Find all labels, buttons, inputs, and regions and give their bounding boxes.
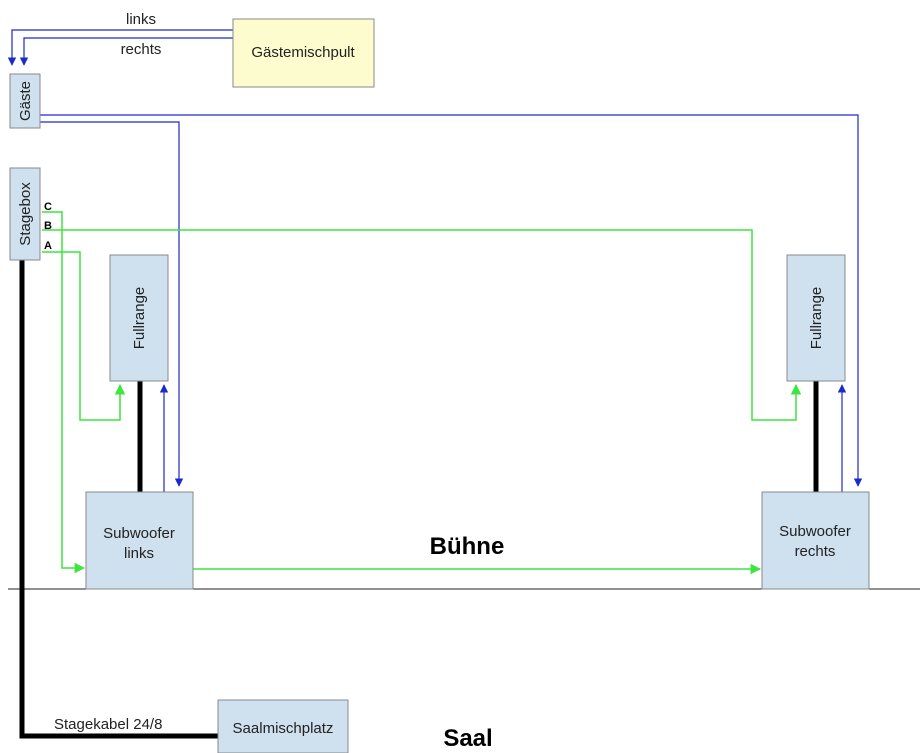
fullrange-left-label: Fullrange <box>131 287 148 350</box>
gaeste-label: Gäste <box>17 81 34 121</box>
link-port-c <box>42 211 86 574</box>
subwoofer-right-box <box>761 491 870 590</box>
label-rechts: rechts <box>121 41 162 58</box>
saalmischplatz-label: Saalmischplatz <box>233 720 334 737</box>
subwoofer-left-box <box>85 491 194 590</box>
fullrange-left-box <box>109 254 169 382</box>
link-links <box>7 29 233 66</box>
saalmischplatz-box <box>217 699 349 753</box>
fullrange-right-label: Fullrange <box>808 287 825 350</box>
stagekabel-line <box>19 260 218 739</box>
gaeste-box <box>9 73 41 129</box>
stagebox-label: Stagebox <box>17 182 34 246</box>
subwoofer-left-label-1: Subwoofer <box>103 525 175 542</box>
gaestemischpult-box <box>232 18 375 88</box>
port-c-label: C <box>44 201 52 213</box>
subwoofer-right-label-1: Subwoofer <box>779 523 851 540</box>
gaestemischpult-label: Gästemischpult <box>251 44 355 61</box>
subwoofer-right-label-2: rechts <box>795 543 836 560</box>
subwoofer-left-label-2: links <box>124 545 154 562</box>
link-gaeste-to-sub-left <box>40 121 184 487</box>
port-a-label: A <box>44 240 52 252</box>
link-port-a <box>42 251 126 421</box>
link-port-b <box>42 229 802 421</box>
port-b-label: B <box>44 220 52 232</box>
stagekabel-label: Stagekabel 24/8 <box>54 716 162 733</box>
saal-label: Saal <box>443 725 492 752</box>
link-gaeste-to-sub-right <box>40 114 863 487</box>
label-links: links <box>126 11 156 28</box>
fullrange-right-box <box>786 254 846 382</box>
buehne-label: Bühne <box>430 533 505 560</box>
link-rechts <box>19 37 233 66</box>
stagebox-box <box>9 167 41 261</box>
